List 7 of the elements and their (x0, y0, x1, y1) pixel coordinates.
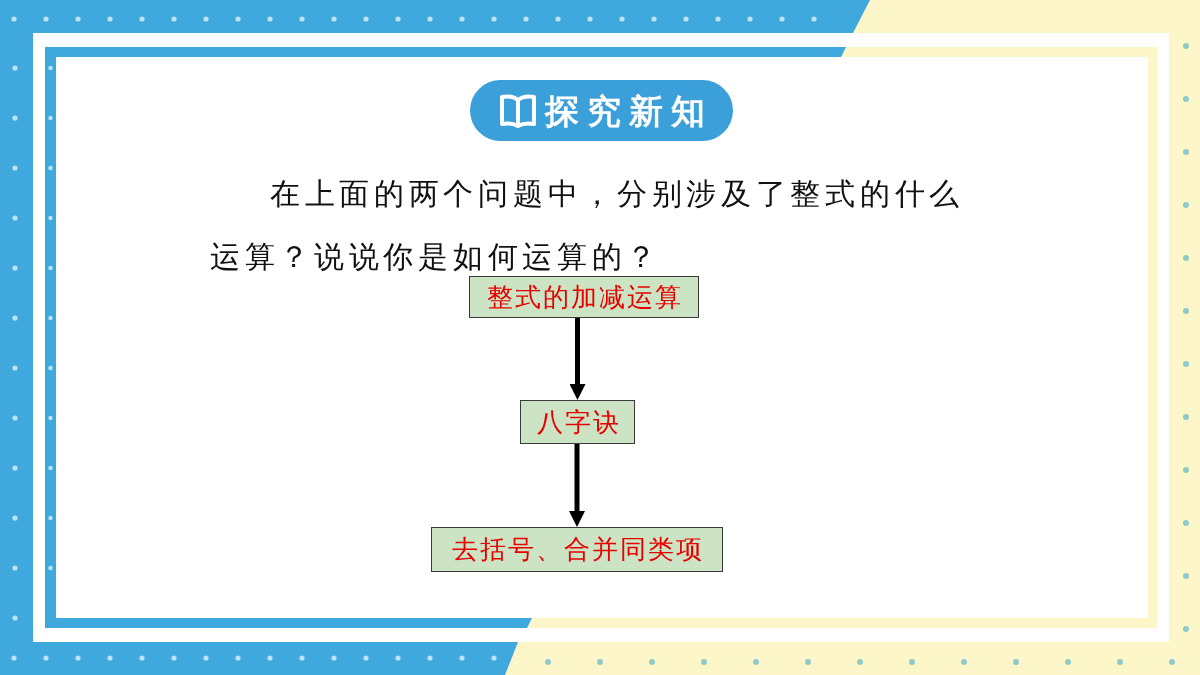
question-text: 在上面的两个问题中，分别涉及了整式的什么运算？说说你是如何运算的？ (210, 175, 965, 274)
process-box: 整式的加减运算 (469, 276, 699, 318)
arrow (569, 318, 586, 400)
arrow (569, 444, 585, 527)
process-box: 八字诀 (520, 400, 635, 444)
title-text: 探究新知 (545, 90, 713, 133)
process-box: 去括号、合并同类项 (431, 527, 723, 572)
